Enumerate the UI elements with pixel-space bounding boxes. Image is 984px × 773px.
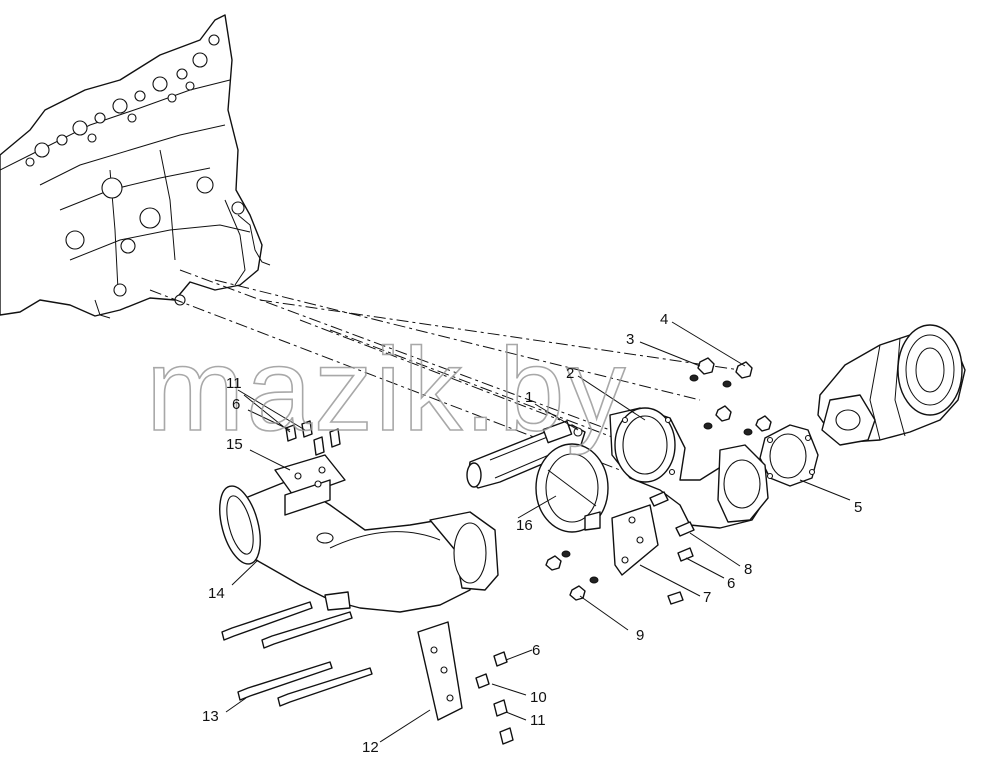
callout-13: 13 [202, 708, 219, 725]
callout-4: 4 [660, 311, 668, 328]
exhaust-brake-valve [535, 443, 609, 533]
callout-6-top: 6 [232, 396, 240, 413]
callout-9: 9 [636, 627, 644, 644]
callout-14: 14 [208, 585, 225, 602]
turbo-gasket [759, 424, 819, 487]
callout-11-top: 11 [226, 375, 242, 392]
elbow-adapter [609, 407, 769, 529]
mounting-plate [417, 621, 463, 721]
callout-1: 1 [525, 389, 533, 406]
support-bracket [611, 491, 695, 605]
callout-16: 16 [516, 517, 533, 534]
callout-10: 10 [530, 689, 547, 706]
nuts-9 [545, 550, 599, 601]
callout-2: 2 [566, 365, 574, 382]
small-bolts-lower [475, 651, 514, 745]
exhaust-brake-cylinder [466, 420, 586, 489]
engine-block [0, 14, 271, 319]
callout-6-right: 6 [727, 575, 735, 592]
callout-12: 12 [362, 739, 379, 756]
callout-6-bottom: 6 [532, 642, 540, 659]
bolts-top [285, 420, 341, 456]
long-bolts [221, 601, 373, 707]
nuts-and-washers-3-4 [689, 357, 772, 436]
leader-lines [225, 321, 851, 743]
exhaust-pipe [219, 479, 499, 613]
cylinder-head-holes [25, 34, 245, 306]
turbocharger [817, 324, 966, 446]
callout-labels: 1 2 3 4 5 6 6 6 7 8 9 10 11 11 12 13 14 … [202, 311, 862, 756]
callout-15: 15 [226, 436, 243, 453]
callout-11-bottom: 11 [530, 712, 546, 729]
callout-3: 3 [626, 331, 634, 348]
callout-7: 7 [703, 589, 711, 606]
callout-5: 5 [854, 499, 862, 516]
watermark-text: mazik.by [146, 324, 628, 456]
callout-8: 8 [744, 561, 752, 578]
pipe-clamp-bracket [274, 454, 346, 516]
